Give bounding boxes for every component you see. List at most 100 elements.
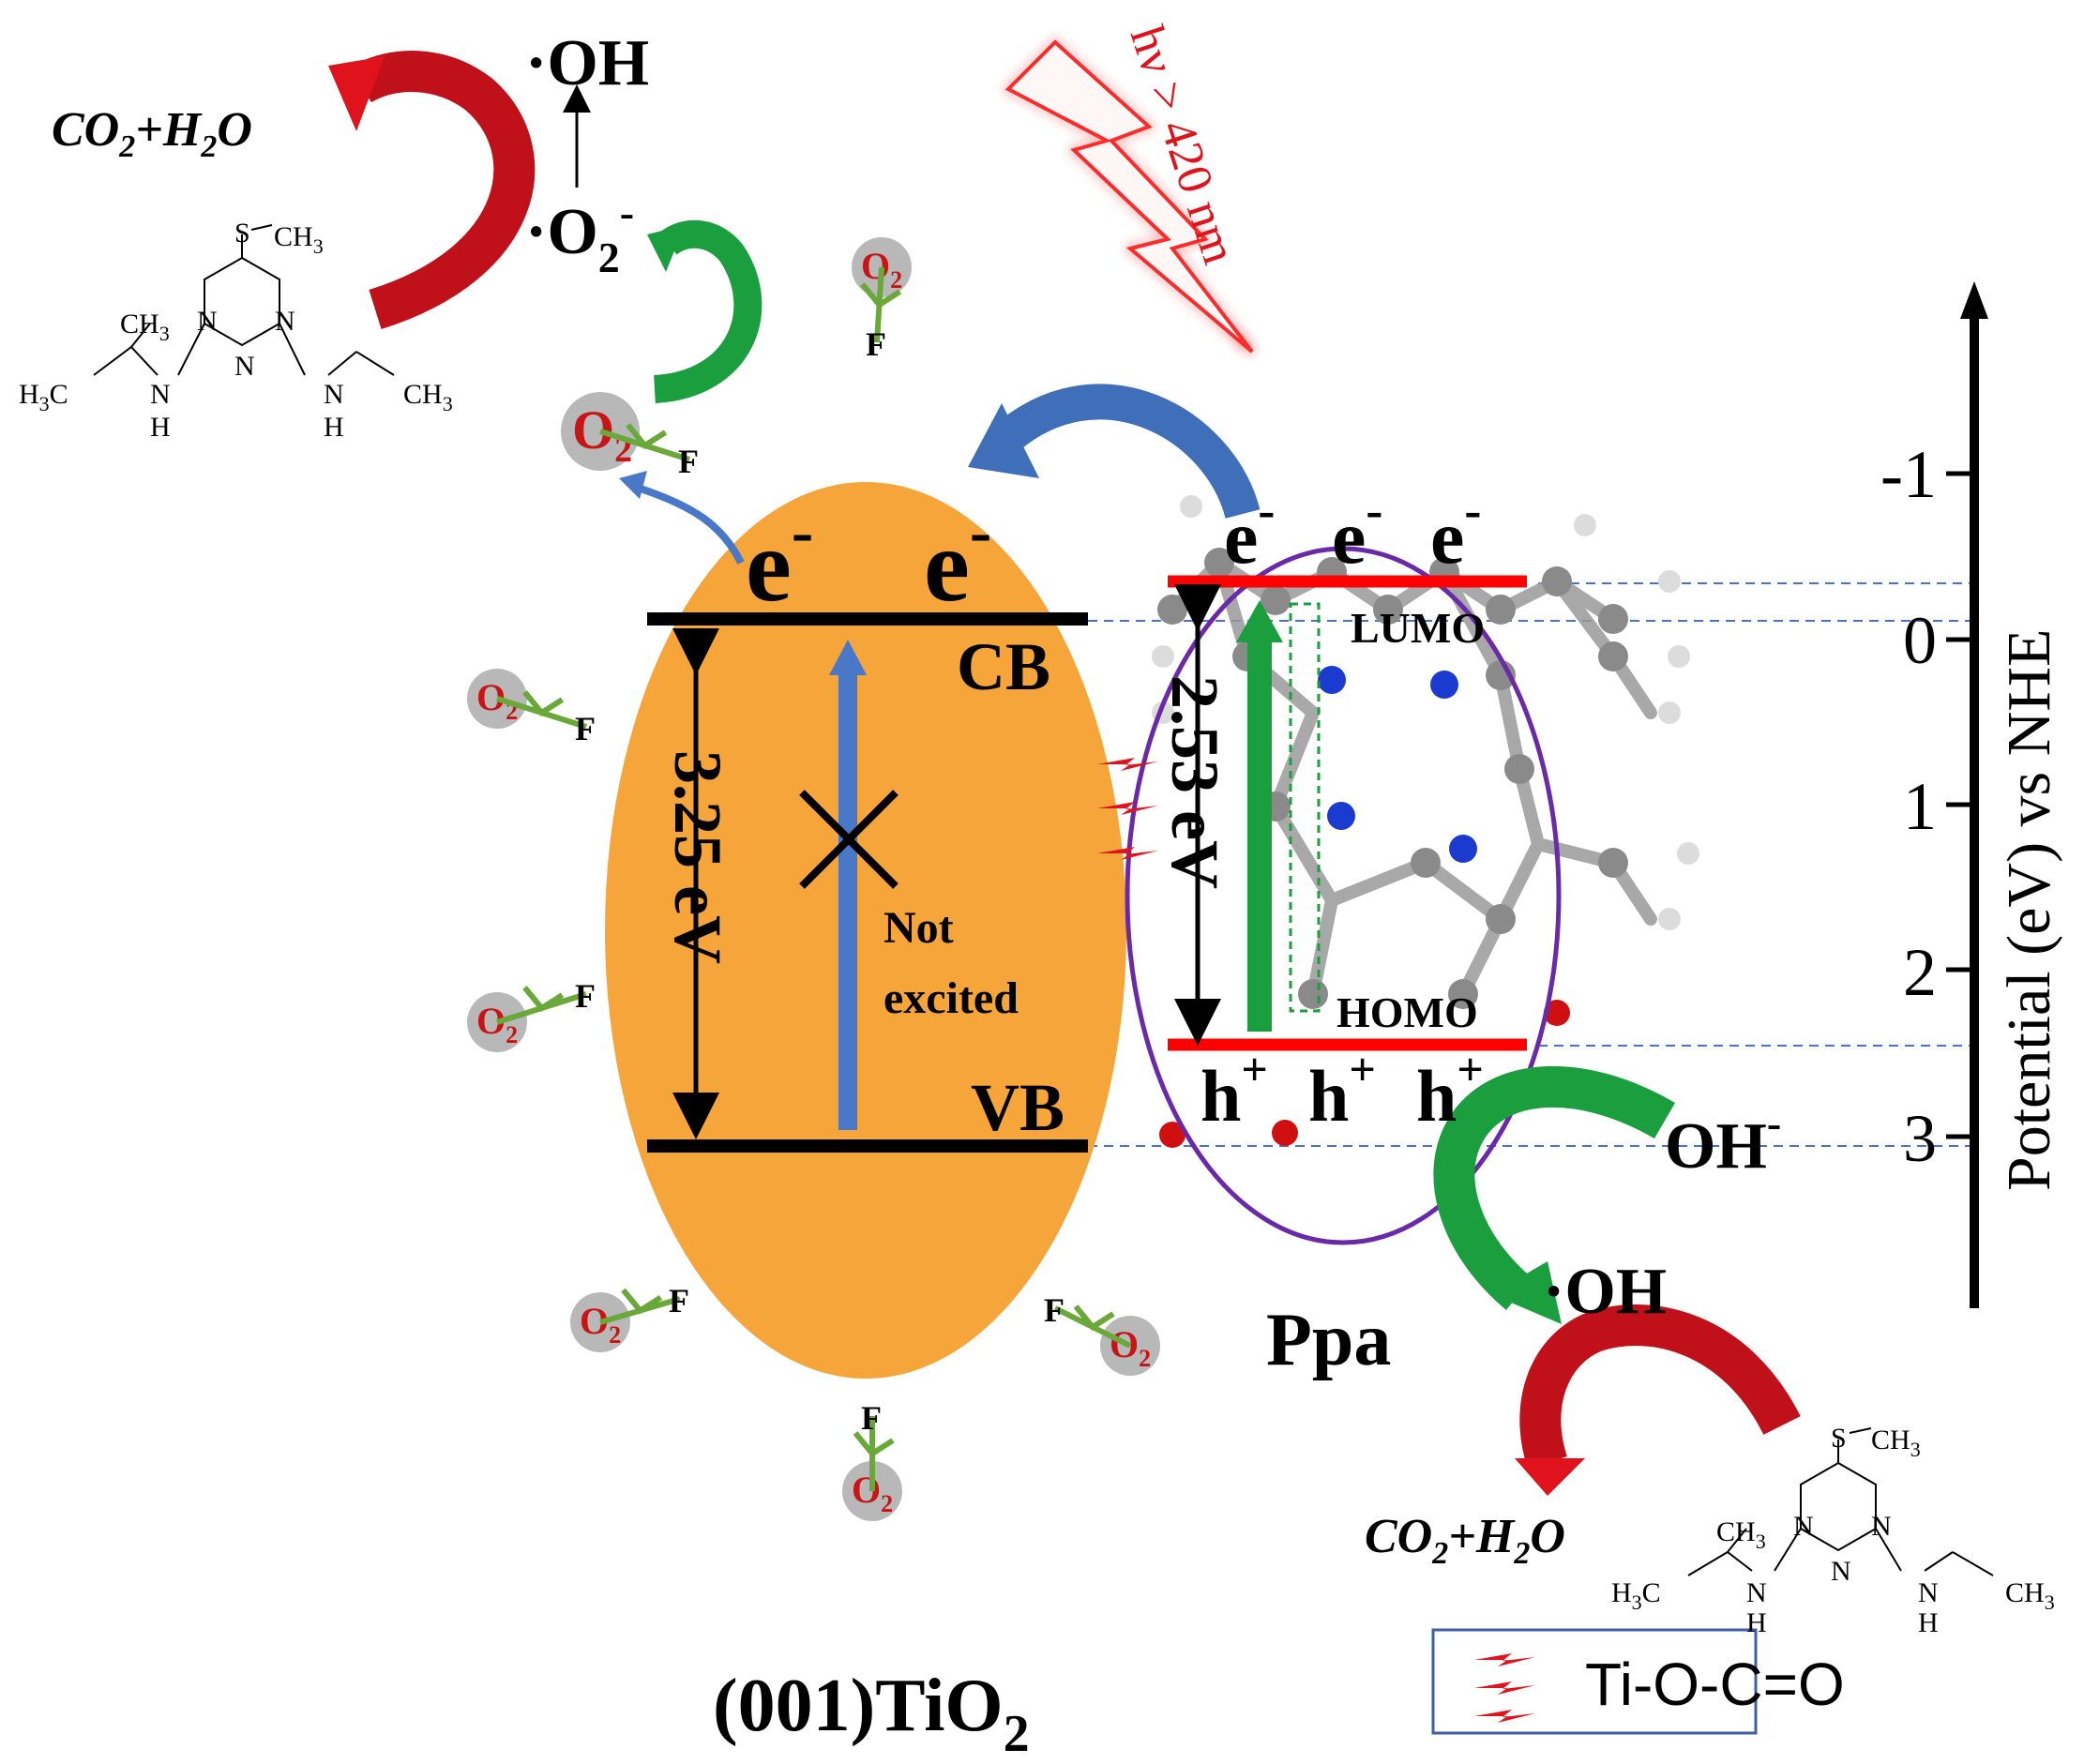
legend-bond-icon: [1474, 1653, 1535, 1723]
oh-oxidation-arrowhead: [1491, 1261, 1562, 1324]
degradation-arrow-bottom: [1519, 1304, 1801, 1470]
svg-text:CH3: CH3: [403, 379, 453, 415]
oh-radical-bottom: ·OH: [1543, 1256, 1667, 1328]
atrazine-structure-bottom: [1687, 1427, 1994, 1576]
electron-to-o2-arrow: [636, 484, 745, 565]
svg-text:N: N: [1871, 1511, 1892, 1542]
svg-text:N: N: [275, 306, 295, 337]
lumo-label: LUMO: [1351, 604, 1485, 652]
axis-tick-label: 3: [1903, 1101, 1937, 1176]
fluorine-label: F: [575, 977, 596, 1015]
oh-radical-top: ·OH: [525, 27, 649, 99]
electron-to-o2-arrowhead: [619, 471, 647, 499]
svg-text:CH3: CH3: [1716, 1516, 1766, 1553]
products-top: CO2+H2O: [52, 103, 252, 164]
fluorine-linker: [496, 690, 587, 730]
svg-text:H: H: [1746, 1607, 1767, 1638]
degradation-arrow-top: [351, 51, 536, 329]
not-excited-arrow: [829, 640, 867, 1130]
degradation-arrowhead-top: [328, 56, 385, 131]
svg-text:e-: e-: [1332, 482, 1382, 580]
cb-label: CB: [957, 629, 1050, 704]
axis-tick-label: 1: [1903, 769, 1937, 844]
electron-transfer-arrow: [991, 384, 1261, 520]
homo-label: HOMO: [1336, 988, 1478, 1036]
hydroxide-ion: OH-: [1665, 1099, 1781, 1183]
degradation-arrowhead-bottom: [1515, 1458, 1585, 1496]
atrazine-labels-top: S CH3 N N N CH3 H3C N H N H CH3: [19, 218, 453, 443]
svg-text:e-: e-: [1430, 482, 1481, 580]
axis-tick-label: 2: [1903, 935, 1937, 1010]
o2-reduction-arrowhead: [647, 225, 685, 272]
potential-axis: [1946, 281, 1988, 1308]
svg-text:H: H: [1918, 1607, 1939, 1638]
fluorine-linker: [599, 1288, 681, 1325]
svg-text:CH3: CH3: [120, 309, 170, 345]
not-excited-line-1: Not: [883, 903, 954, 953]
tio2-name: (001)TiO2: [713, 1665, 1030, 1763]
svg-text:H3C: H3C: [1611, 1577, 1661, 1614]
legend-label: Ti-O-C=O: [1585, 1651, 1845, 1718]
interface-bond-marks: [1097, 758, 1158, 860]
not-excited-line-2: excited: [883, 973, 1019, 1023]
axis-tick-label: 0: [1903, 603, 1937, 678]
electron-transfer-arrowhead: [968, 403, 1039, 478]
fluorine-label: F: [575, 710, 596, 747]
fluorine-label: F: [678, 443, 699, 480]
svg-text:CH3: CH3: [2005, 1577, 2055, 1614]
ppa-electrons: e- e- e-: [1224, 482, 1481, 580]
atrazine-labels-bottom: S CH3 N N N CH3 H3C N H N H CH3: [1611, 1423, 2055, 1638]
svg-text:N: N: [1831, 1556, 1851, 1587]
svg-text:N: N: [197, 306, 218, 337]
fluorine-label: F: [669, 1282, 689, 1319]
svg-text:CH3: CH3: [1871, 1425, 1921, 1461]
fluorine-linker: [853, 1416, 895, 1491]
svg-text:N: N: [1746, 1577, 1767, 1608]
fluorine-label: F: [861, 1399, 882, 1437]
ppa-excitation-arrow: [1236, 600, 1321, 1032]
tio2-electron-1: e-: [746, 496, 813, 623]
fluorine-label: F: [866, 325, 886, 363]
axis-label: Potential (eV) vs NHE: [1995, 629, 2063, 1191]
svg-text:S: S: [1831, 1423, 1847, 1454]
svg-text:N: N: [150, 379, 171, 410]
blocked-cross: [799, 790, 898, 889]
ppa-gap-label: 2.53 eV: [1157, 675, 1232, 889]
svg-text:H3C: H3C: [19, 379, 68, 415]
fluorine-linker: [599, 423, 690, 462]
vb-label: VB: [971, 1070, 1065, 1145]
light-bolt: [1004, 39, 1254, 354]
svg-text:h+: h+: [1308, 1043, 1376, 1137]
svg-text:h+: h+: [1201, 1043, 1268, 1137]
svg-text:CH3: CH3: [274, 221, 324, 258]
axis-tick-label: -1: [1880, 437, 1937, 512]
oh-oxidation-arrow: [1433, 1065, 1676, 1310]
svg-text:N: N: [234, 351, 255, 382]
o2-label: O2: [852, 1469, 893, 1517]
o2-reduction-arrow: [653, 219, 763, 403]
svg-text:S: S: [234, 218, 250, 249]
superoxide-radical: ·O2-: [525, 188, 634, 281]
fluorine-linker: [860, 266, 902, 343]
svg-text:N: N: [324, 379, 344, 410]
products-bottom: CO2+H2O: [1365, 1510, 1565, 1571]
axis-tick-labels: -1 0 1 2 3: [1880, 437, 1937, 1176]
fluorine-label: F: [1044, 1291, 1065, 1329]
o2-label: O2: [861, 245, 902, 294]
ppa-holes: h+ h+ h+: [1201, 1043, 1484, 1137]
tio2-gap-label: 3.25 eV: [660, 750, 735, 964]
tio2-particle: [605, 482, 1126, 1379]
o2-label: O2: [1110, 1323, 1151, 1372]
svg-text:H: H: [324, 412, 344, 443]
atrazine-structure-top: [93, 224, 395, 376]
svg-text:h+: h+: [1416, 1043, 1484, 1137]
fluorine-linker: [496, 986, 587, 1025]
tio2-electron-2: e-: [924, 496, 991, 623]
svg-text:e-: e-: [1224, 482, 1275, 580]
fluorine-linker: [1053, 1304, 1132, 1349]
svg-text:N: N: [1918, 1577, 1939, 1608]
ppa-particle: [1125, 546, 1562, 1245]
